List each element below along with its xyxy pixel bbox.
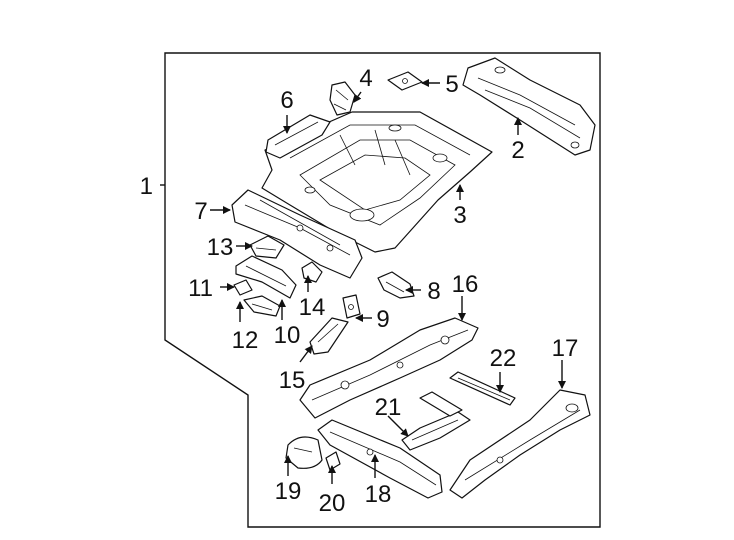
- rear-panel: [462, 57, 596, 156]
- callout-16: 16: [452, 271, 479, 298]
- callout-20: 20: [319, 490, 346, 517]
- clip-20: [325, 451, 341, 471]
- plate-5: [387, 71, 423, 91]
- callout-4: 4: [359, 65, 372, 92]
- callout-12: 12: [232, 327, 259, 354]
- callout-17: 17: [552, 335, 579, 362]
- bracket-21: [401, 391, 471, 451]
- side-rail-17: [449, 389, 591, 499]
- callout-8: 8: [427, 278, 440, 305]
- side-member-7: [231, 189, 363, 279]
- callout-labels: 1 2 3 4 5 6 7 8 9 10 11 12 13 14 15 16 1…: [140, 65, 579, 517]
- callout-19: 19: [275, 478, 302, 505]
- callout-11: 11: [188, 275, 213, 302]
- callout-3: 3: [453, 202, 466, 229]
- callout-9: 9: [376, 306, 389, 333]
- bracket-12: [243, 295, 281, 317]
- callout-2: 2: [511, 137, 524, 164]
- callout-10: 10: [274, 322, 301, 349]
- housing-19: [285, 436, 323, 469]
- rear-floor-panel: [261, 111, 493, 253]
- callout-15: 15: [279, 367, 306, 394]
- callout-14: 14: [299, 294, 326, 321]
- callout-22: 22: [490, 345, 517, 372]
- bar-22: [449, 371, 516, 406]
- crossmember-16: [299, 317, 479, 419]
- bracket-15: [309, 317, 349, 355]
- bracket-8: [377, 271, 415, 299]
- bracket-4: [329, 81, 356, 116]
- gusset-13: [249, 235, 285, 259]
- diagram-frame: [164, 52, 601, 528]
- extension-6: [265, 114, 331, 159]
- callout-7: 7: [194, 198, 207, 225]
- callout-6: 6: [280, 87, 293, 114]
- callout-18: 18: [365, 481, 392, 508]
- callout-5: 5: [445, 71, 458, 98]
- callout-1: 1: [140, 173, 153, 200]
- leader-lines: [160, 79, 566, 484]
- block-9: [342, 294, 361, 319]
- reinforcement-10: [235, 255, 297, 299]
- callout-13: 13: [207, 234, 234, 261]
- callout-21: 21: [375, 394, 402, 421]
- crossmember-18: [317, 419, 443, 499]
- clip-11: [233, 279, 253, 296]
